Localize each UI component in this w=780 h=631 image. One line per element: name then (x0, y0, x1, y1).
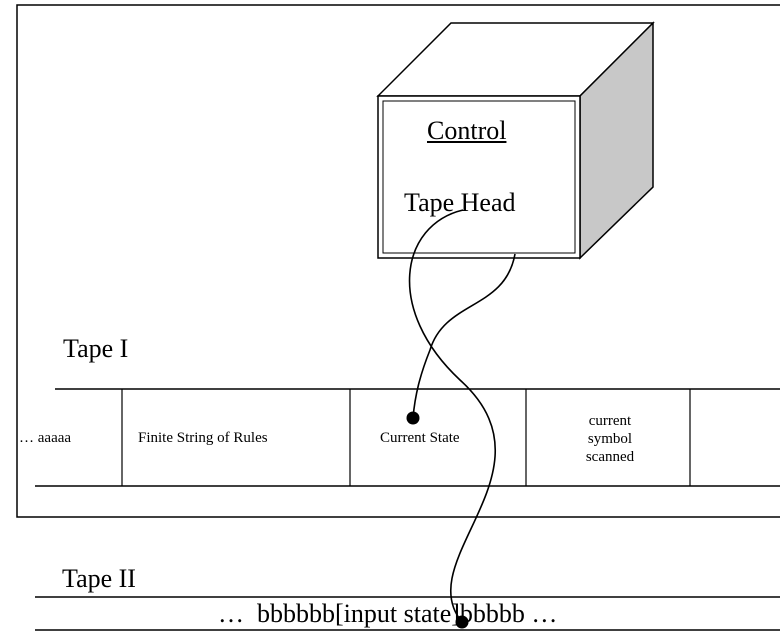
tape1-cell-0: … aaaaa (19, 430, 72, 446)
wire-to-tape2 (412, 253, 516, 419)
tape1-cell-3: current symbol scanned (585, 413, 635, 465)
tape1-cell-2: Current State (380, 430, 460, 446)
tape2-read-head-dot (455, 615, 469, 629)
tape2-label: Tape II (62, 564, 136, 593)
tape2-content: … bbbbbb[input state]bbbbb … (218, 599, 558, 628)
tape-head-label: Tape Head (404, 188, 516, 217)
tape1-label: Tape I (63, 334, 129, 363)
control-box-front-face (377, 95, 581, 259)
tape1-cell-1: Finite String of Rules (138, 430, 268, 446)
control-title: Control (427, 116, 507, 145)
control-box-front-inner (382, 100, 576, 254)
tape1-read-head-dot (406, 411, 420, 425)
outer-frame (16, 4, 780, 518)
wire-to-tape1 (408, 209, 496, 623)
